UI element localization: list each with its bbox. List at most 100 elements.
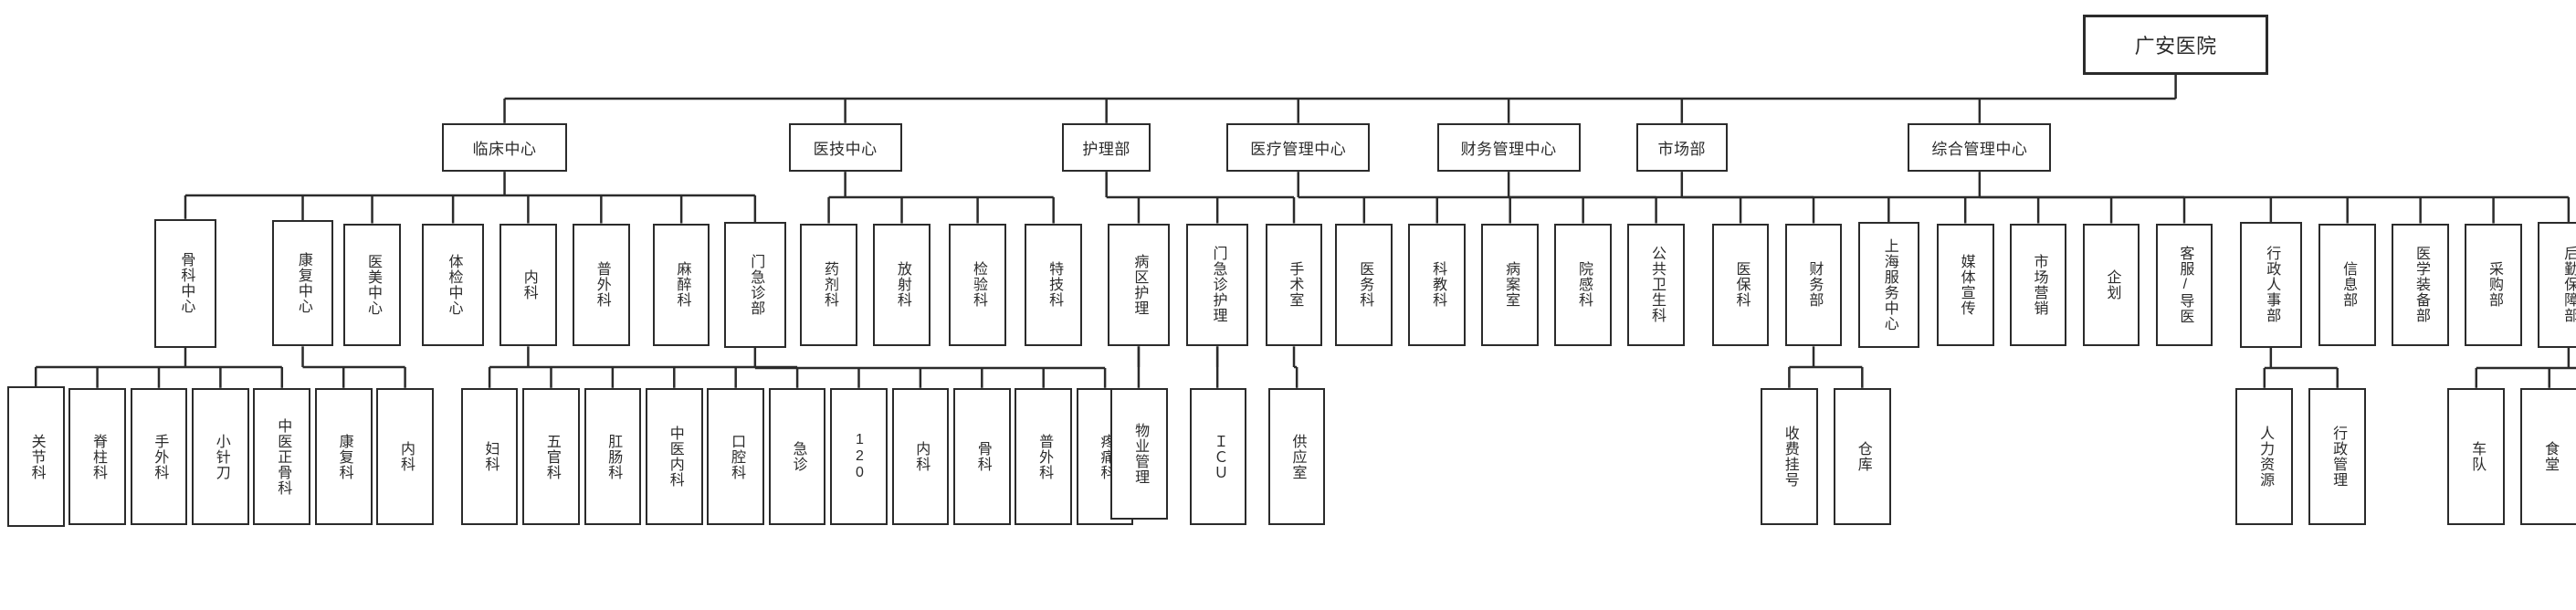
- org-node-l3_600[interactable]: 人力资源: [2235, 387, 2294, 526]
- org-node-l1_4[interactable]: 财务管理中心: [1436, 122, 1581, 173]
- org-node-label: 医学装备部: [2413, 246, 2430, 324]
- org-node-l2_64[interactable]: 后勤保障部: [2538, 221, 2576, 348]
- org-node-l2_21[interactable]: 门急诊护理: [1186, 223, 1248, 347]
- org-node-label: 特技科: [1046, 261, 1063, 309]
- org-node-l2_20[interactable]: 病区护理: [1108, 223, 1170, 347]
- org-node-l2_62[interactable]: 医学装备部: [2392, 223, 2449, 347]
- org-node-l3_641[interactable]: 食堂: [2520, 387, 2576, 526]
- org-node-label: 体检中心: [446, 253, 462, 316]
- org-node-label: 客服/导医: [2177, 245, 2193, 324]
- org-node-label: 上海服务中心: [1881, 237, 1898, 331]
- org-node-label: 医保科: [1733, 261, 1750, 309]
- org-node-l3_004[interactable]: 中医正骨科: [253, 387, 311, 526]
- org-node-l2_07[interactable]: 门急诊部: [724, 221, 786, 348]
- org-node-l1_3[interactable]: 医疗管理中心: [1226, 122, 1371, 173]
- org-node-l3_073[interactable]: 普外科: [1015, 387, 1073, 526]
- org-node-l3_040[interactable]: 妇科: [460, 387, 519, 526]
- org-node-l2_22[interactable]: 手术室: [1265, 223, 1323, 347]
- org-node-label: 肛肠科: [605, 433, 622, 480]
- org-node-l2_41[interactable]: 财务部: [1784, 223, 1843, 347]
- org-node-label: 手外科: [152, 433, 168, 480]
- org-node-l3_220[interactable]: 供应室: [1267, 387, 1326, 526]
- org-node-label: 医技中心: [813, 140, 878, 158]
- org-node-l2_63[interactable]: 采购部: [2465, 223, 2522, 347]
- org-node-label: 市场营销: [2031, 253, 2047, 316]
- org-node-l2_50[interactable]: 上海服务中心: [1857, 221, 1919, 348]
- org-node-label: 供应室: [1289, 433, 1306, 480]
- org-node-label: 综合管理中心: [1931, 140, 2028, 158]
- org-node-l2_12[interactable]: 检验科: [949, 223, 1006, 347]
- org-node-label: 病区护理: [1131, 253, 1148, 316]
- org-node-l2_01[interactable]: 康复中心: [271, 220, 334, 347]
- org-node-l3_043[interactable]: 中医内科: [645, 387, 703, 526]
- org-node-label: 公共卫生科: [1648, 246, 1665, 324]
- org-node-l2_06[interactable]: 麻醉科: [652, 223, 710, 347]
- org-node-label: 骨科中心: [178, 252, 195, 315]
- org-node-l3_210[interactable]: ＩＣＵ: [1189, 387, 1247, 526]
- org-node-l2_33[interactable]: 院感科: [1554, 223, 1612, 347]
- org-node-label: 门急诊护理: [1210, 246, 1226, 324]
- org-node-l2_32[interactable]: 病案室: [1481, 223, 1540, 347]
- org-node-l3_072[interactable]: 骨科: [952, 387, 1011, 526]
- org-node-l2_54[interactable]: 客服/导医: [2155, 223, 2213, 347]
- org-node-l3_000[interactable]: 关节科: [6, 386, 65, 527]
- org-node-l3_044[interactable]: 口腔科: [707, 387, 765, 526]
- org-node-label: 普外科: [1036, 433, 1053, 480]
- org-node-l2_30[interactable]: 医务科: [1335, 223, 1393, 347]
- org-node-label: 食堂: [2542, 441, 2559, 473]
- org-node-l1_2[interactable]: 护理部: [1062, 122, 1151, 173]
- org-node-l2_52[interactable]: 市场营销: [2009, 223, 2067, 347]
- org-node-l2_04[interactable]: 内科: [499, 223, 557, 347]
- org-node-l1_5[interactable]: 市场部: [1635, 122, 1728, 173]
- org-node-label: 后勤保障部: [2561, 246, 2576, 324]
- org-node-label: 检验科: [971, 261, 986, 309]
- org-node-l3_045[interactable]: 急诊: [768, 387, 826, 526]
- org-node-l2_03[interactable]: 体检中心: [422, 223, 484, 347]
- org-node-l2_53[interactable]: 企划: [2082, 223, 2140, 347]
- org-node-l2_61[interactable]: 信息部: [2318, 223, 2377, 347]
- org-node-l3_002[interactable]: 手外科: [130, 387, 188, 526]
- org-node-l1_0[interactable]: 临床中心: [442, 122, 567, 173]
- org-node-l3_041[interactable]: 五官科: [522, 387, 580, 526]
- org-node-l3_010[interactable]: 康复科: [314, 387, 373, 526]
- org-node-label: 内科: [913, 441, 930, 473]
- org-node-label: 五官科: [543, 433, 560, 480]
- org-node-l3_001[interactable]: 脊柱科: [68, 387, 126, 526]
- org-node-label: 财务部: [1806, 261, 1823, 309]
- org-node-l1_1[interactable]: 医技中心: [788, 122, 902, 173]
- org-node-l3_003[interactable]: 小针刀: [192, 387, 249, 526]
- org-node-label: 中医内科: [667, 426, 683, 489]
- org-node-label: 口腔科: [729, 433, 745, 480]
- org-node-l2_00[interactable]: 骨科中心: [154, 218, 216, 348]
- org-node-label: 骨科: [974, 441, 991, 473]
- org-node-l2_31[interactable]: 科教科: [1408, 223, 1467, 347]
- org-node-label: 行政人事部: [2264, 246, 2280, 324]
- org-node-l2_60[interactable]: 行政人事部: [2240, 221, 2302, 348]
- org-node-l3_411[interactable]: 仓库: [1833, 387, 1891, 526]
- org-node-l3_601[interactable]: 行政管理: [2308, 387, 2367, 526]
- org-node-l2_34[interactable]: 公共卫生科: [1627, 223, 1685, 347]
- org-node-label: 康复中心: [295, 252, 311, 315]
- org-node-l2_10[interactable]: 药剂科: [800, 223, 857, 347]
- org-node-label: 小针刀: [213, 433, 229, 480]
- org-node-l2_13[interactable]: 特技科: [1025, 223, 1083, 347]
- org-node-l2_05[interactable]: 普外科: [573, 223, 630, 347]
- org-node-l1_6[interactable]: 综合管理中心: [1908, 122, 2052, 173]
- org-node-l3_640[interactable]: 车队: [2447, 387, 2506, 526]
- org-node-label: 仓库: [1855, 441, 1871, 473]
- org-node-l2_40[interactable]: 医保科: [1711, 223, 1770, 347]
- org-node-l2_51[interactable]: 媒体宣传: [1936, 223, 1994, 347]
- org-node-l3_410[interactable]: 收费挂号: [1761, 387, 1818, 526]
- org-node-l3_200[interactable]: 物业管理: [1110, 387, 1169, 520]
- org-node-label: 内科: [520, 268, 537, 300]
- org-node-l2_02[interactable]: 医美中心: [343, 223, 401, 347]
- org-node-label: ＩＣＵ: [1211, 433, 1227, 480]
- org-node-l3_070[interactable]: 120: [830, 387, 888, 526]
- org-node-label: 医美中心: [364, 253, 381, 316]
- org-node-root[interactable]: 广安医院: [2082, 14, 2269, 75]
- org-node-l3_011[interactable]: 内科: [376, 387, 434, 526]
- org-node-l3_071[interactable]: 内科: [891, 387, 950, 526]
- org-node-l3_042[interactable]: 肛肠科: [584, 387, 642, 526]
- org-node-l2_11[interactable]: 放射科: [873, 223, 931, 347]
